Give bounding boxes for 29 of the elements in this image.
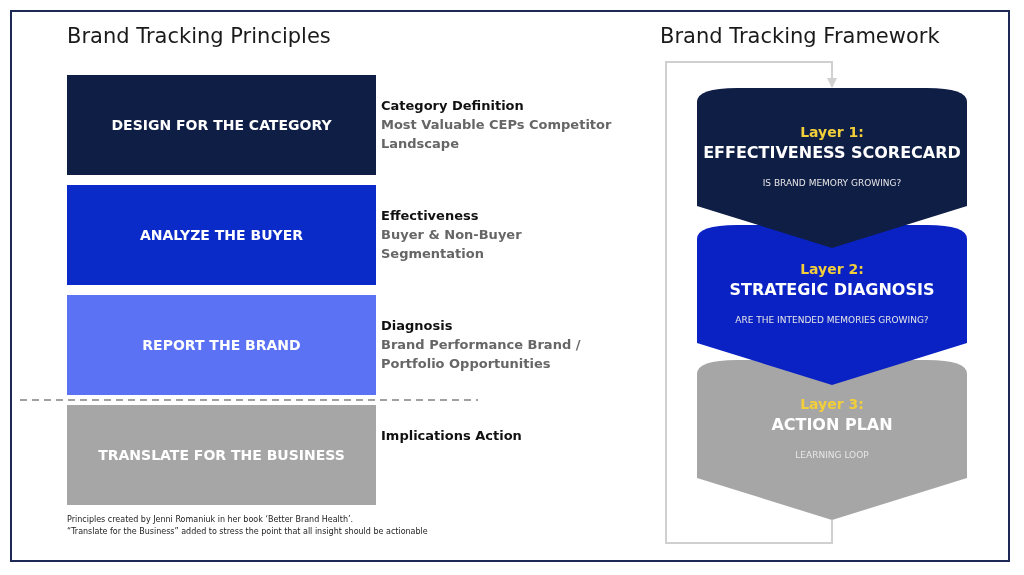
side-heading: Effectiveness (381, 207, 480, 225)
layer-title: ACTION PLAN (771, 415, 893, 434)
layer-number: Layer 2: (800, 261, 864, 277)
bar-box (67, 75, 376, 175)
bar-box (67, 295, 376, 395)
loop-arrow (665, 61, 837, 544)
layer-question: LEARNING LOOP (795, 450, 869, 460)
side-text: Most Valuable CEPs Competitor Landscape (381, 116, 613, 153)
layer-title: STRATEGIC DIAGNOSIS (729, 280, 935, 299)
box-label: REPORT THE BRAND (142, 337, 301, 353)
heading: Brand Tracking Framework (660, 24, 940, 48)
layer-number: Layer 3: (800, 396, 864, 412)
bar-box (67, 185, 376, 285)
footnote: “Translate for the Business” added to stress the point that all insight should be actionable (67, 527, 428, 536)
box-label: ANALYZE THE BUYER (139, 227, 304, 243)
heading: Brand Tracking Principles (67, 24, 331, 48)
side-heading: Implications Action (381, 427, 523, 445)
side-heading: Category Definition (381, 97, 525, 115)
layer-question: IS BRAND MEMORY GROWING? (762, 178, 902, 188)
footnote: Principles created by Jenni Romaniuk in her book ‘Better Brand Health’. (67, 515, 354, 524)
layer-number: Layer 1: (800, 124, 864, 140)
bar-box (67, 405, 376, 505)
layer-question: ARE THE INTENDED MEMORIES GROWING? (735, 315, 929, 325)
layer-title: EFFECTIVENESS SCORECARD (703, 143, 961, 162)
side-heading: Diagnosis (381, 317, 454, 335)
box-label: DESIGN FOR THE CATEGORY (111, 117, 332, 133)
side-text: Brand Performance Brand / Portfolio Opportunities (381, 336, 582, 373)
box-label: TRANSLATE FOR THE BUSINESS (98, 447, 345, 463)
side-text: Buyer & Non-Buyer Segmentation (381, 226, 523, 263)
